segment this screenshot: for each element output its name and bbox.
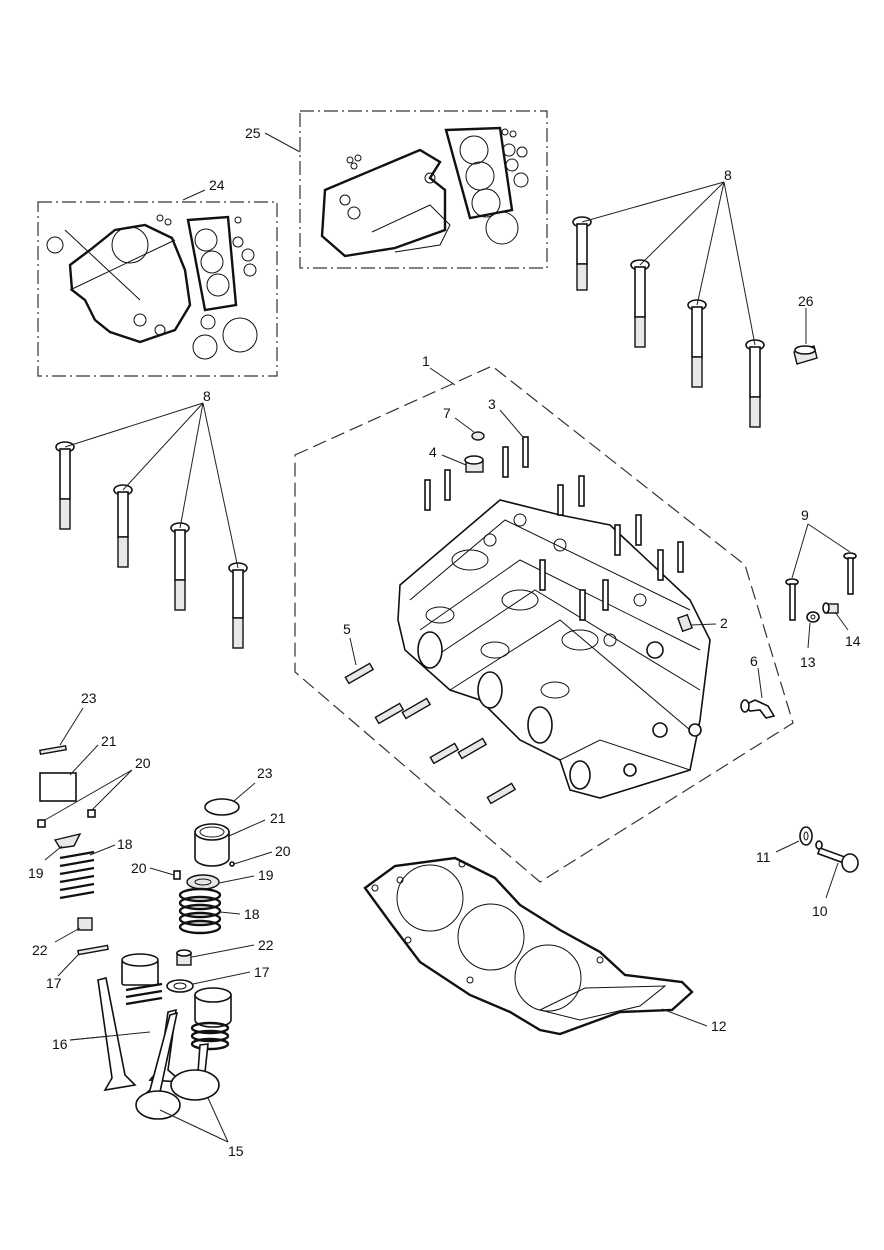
callout-22-center: 22	[258, 937, 274, 953]
callout-21-center: 21	[270, 810, 286, 826]
part-13-washer[interactable]	[806, 611, 820, 623]
callout-20-center-right: 20	[275, 843, 291, 859]
part-10-valve[interactable]	[815, 840, 859, 873]
gasket-kit-25[interactable]	[299, 110, 548, 269]
valve-spring-assembly[interactable]	[121, 953, 232, 1051]
callout-8-upper: 8	[724, 167, 732, 183]
part-18-spring-center[interactable]	[178, 887, 222, 935]
callout-26: 26	[798, 293, 814, 309]
callout-7: 7	[443, 405, 451, 421]
part-18-spring-left[interactable]	[59, 850, 95, 900]
callout-19-left: 19	[28, 865, 44, 881]
part-9-screws[interactable]	[785, 552, 857, 621]
part-7-nut[interactable]	[471, 431, 485, 441]
part-21-bucket-left[interactable]	[39, 772, 77, 802]
callout-20-left: 20	[135, 755, 151, 771]
callout-23-center: 23	[257, 765, 273, 781]
callout-21-left: 21	[101, 733, 117, 749]
callout-19-center: 19	[258, 867, 274, 883]
callout-6: 6	[750, 653, 758, 669]
cylinder-head[interactable]	[397, 499, 711, 799]
callout-10: 10	[812, 903, 828, 919]
part-23-shim-left[interactable]	[39, 744, 67, 756]
part-22-seal-center[interactable]	[176, 949, 192, 966]
callout-12: 12	[711, 1018, 727, 1034]
assembly-boundary-1	[294, 365, 794, 883]
part-20-collets-left[interactable]	[37, 809, 96, 828]
callout-17-center: 17	[254, 964, 270, 980]
part-2-dowel[interactable]	[677, 613, 693, 633]
part-4-washer[interactable]	[464, 455, 484, 473]
part-23-shim-center[interactable]	[204, 798, 240, 816]
part-22-seal-left[interactable]	[77, 917, 93, 931]
callout-3: 3	[488, 396, 496, 412]
callout-25: 25	[245, 125, 261, 141]
part-5-studs[interactable]	[344, 662, 517, 805]
callout-9: 9	[801, 507, 809, 523]
callout-4: 4	[429, 444, 437, 460]
part-11-seal[interactable]	[799, 826, 813, 846]
callout-23-left: 23	[81, 690, 97, 706]
cylinder-head-bolts-upper[interactable]	[572, 216, 765, 428]
part-19-retainer-left[interactable]	[53, 832, 82, 849]
callout-2: 2	[720, 615, 728, 631]
callout-18-center: 18	[244, 906, 260, 922]
part-21-bucket-center[interactable]	[194, 823, 230, 867]
part-17-seat-left[interactable]	[77, 944, 109, 956]
callout-18-left: 18	[117, 836, 133, 852]
callout-11: 11	[756, 849, 771, 865]
part-14-plug[interactable]	[822, 602, 839, 614]
callout-22-left: 22	[32, 942, 48, 958]
callout-14: 14	[845, 633, 861, 649]
callout-24: 24	[209, 177, 225, 193]
head-gasket-12[interactable]	[363, 856, 694, 1036]
callout-5: 5	[343, 621, 351, 637]
callout-16: 16	[52, 1036, 68, 1052]
part-17-seat-center[interactable]	[166, 979, 194, 993]
callout-20-center-left: 20	[131, 860, 147, 876]
part-6-elbow-fitting[interactable]	[740, 699, 776, 719]
callout-13: 13	[800, 654, 816, 670]
cylinder-head-bolts-left[interactable]	[55, 441, 248, 649]
callout-17-left: 17	[46, 975, 62, 991]
part-15-valves[interactable]	[135, 1011, 220, 1120]
callout-15: 15	[228, 1143, 244, 1159]
part-26-cap[interactable]	[793, 345, 818, 365]
part-19-retainer-center[interactable]	[186, 874, 220, 890]
callout-1: 1	[422, 353, 430, 369]
gasket-kit-24[interactable]	[37, 201, 278, 377]
callout-8-left: 8	[203, 388, 211, 404]
head-studs[interactable]	[424, 436, 684, 621]
